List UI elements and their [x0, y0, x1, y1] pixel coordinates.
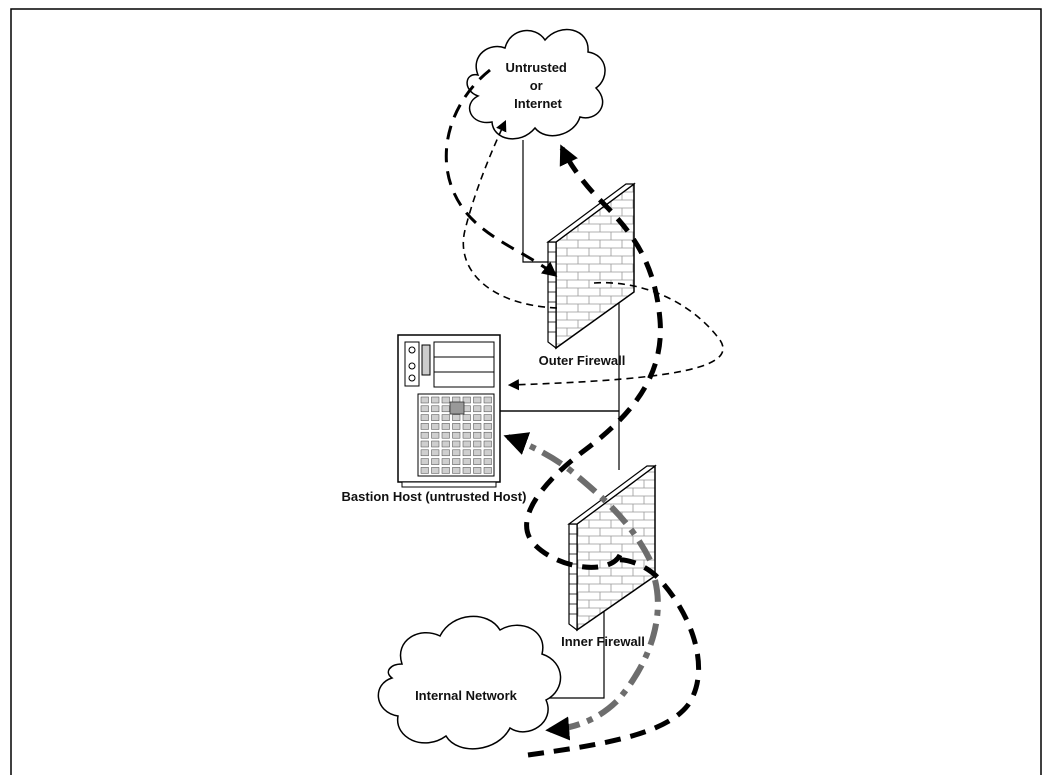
vent-cell	[431, 423, 440, 430]
vent-cell	[420, 431, 429, 439]
vent-cell	[483, 458, 492, 465]
vent-cell	[473, 440, 482, 448]
vent-cell	[431, 431, 440, 439]
vent-cell	[473, 396, 482, 404]
internal-network-label: Internal Network	[415, 688, 518, 703]
vent-cell	[452, 414, 461, 421]
flow-inner-firewall-to-bastion	[503, 432, 653, 562]
vent-cell	[473, 414, 482, 421]
vent-cell	[452, 423, 461, 430]
vent-cell	[462, 423, 471, 430]
internet-label-line-3: Internet	[514, 96, 562, 111]
vent-cell	[441, 449, 450, 457]
vent-cell	[473, 449, 482, 457]
flow-outer-firewall-to-bastion	[507, 281, 724, 391]
vent-cell	[420, 423, 429, 430]
vent-cell	[431, 405, 440, 413]
vent-cell	[420, 414, 429, 421]
vent-cell	[462, 458, 471, 465]
figure-frame	[10, 8, 1042, 775]
vent-cell	[483, 396, 492, 404]
vent-cell	[441, 431, 450, 439]
vent-cell	[473, 467, 482, 474]
vent-cell	[441, 405, 450, 413]
vent-cell	[420, 440, 429, 448]
outer-firewall: Outer Firewall	[539, 182, 636, 368]
vent-cell	[431, 414, 440, 421]
vent-cell	[420, 458, 429, 465]
vent-cell	[483, 449, 492, 457]
flow-outer-firewall-to-internet	[462, 119, 558, 309]
internet-label-line-1: Untrusted	[505, 60, 566, 75]
vent-cell	[462, 440, 471, 448]
vent-cell	[462, 431, 471, 439]
flow-internet-to-outer-firewall	[444, 68, 558, 277]
vent-cell	[441, 396, 450, 404]
vent-cell	[462, 396, 471, 404]
internet-label-line-2: or	[530, 78, 543, 93]
vent-cell	[441, 440, 450, 448]
outer-firewall-label: Outer Firewall	[539, 353, 626, 368]
internal-network-cloud: Internal Network	[377, 615, 562, 750]
vent-cell	[473, 431, 482, 439]
vent-cell	[452, 467, 461, 474]
vent-cell	[431, 449, 440, 457]
vent-cell	[420, 405, 429, 413]
vent-cell	[431, 458, 440, 465]
vent-cell	[441, 414, 450, 421]
vent-cell	[452, 458, 461, 465]
flow-inner-firewall-to-internal	[545, 579, 661, 741]
bastion-host-server: Bastion Host (untrusted Host)	[342, 334, 527, 504]
vent-cell	[483, 431, 492, 439]
bastion-host-label: Bastion Host (untrusted Host)	[342, 489, 527, 504]
vent-cell	[452, 431, 461, 439]
vent-cell	[420, 396, 429, 404]
vent-cell	[452, 440, 461, 448]
inner-firewall: Inner Firewall	[561, 464, 657, 649]
svg-text:Untrusted or Inter: Untrusted or Internet	[505, 60, 570, 111]
vent-cell	[483, 467, 492, 474]
vent-cell	[441, 467, 450, 474]
vent-cell	[462, 414, 471, 421]
vent-cell	[462, 449, 471, 457]
inner-firewall-label: Inner Firewall	[561, 634, 645, 649]
vent-cell	[483, 414, 492, 421]
vent-cell	[452, 449, 461, 457]
vent-cell	[473, 458, 482, 465]
vent-cell	[441, 458, 450, 465]
vent-cell	[483, 440, 492, 448]
flow-internal-to-internet	[524, 144, 663, 570]
vent-cell	[473, 405, 482, 413]
vent-cell	[420, 449, 429, 457]
traffic-flows	[444, 68, 724, 758]
vent-cell	[431, 440, 440, 448]
vent-cell	[420, 467, 429, 474]
vent-cell	[431, 396, 440, 404]
vent-cell	[473, 423, 482, 430]
vent-cell	[462, 467, 471, 474]
vent-cell	[483, 423, 492, 430]
vent-cell	[483, 405, 492, 413]
vent-cell	[431, 467, 440, 474]
internet-cloud: Untrusted or Internet	[466, 28, 606, 140]
vent-cell	[441, 423, 450, 430]
flow-internal-to-inner-firewall	[527, 557, 702, 758]
